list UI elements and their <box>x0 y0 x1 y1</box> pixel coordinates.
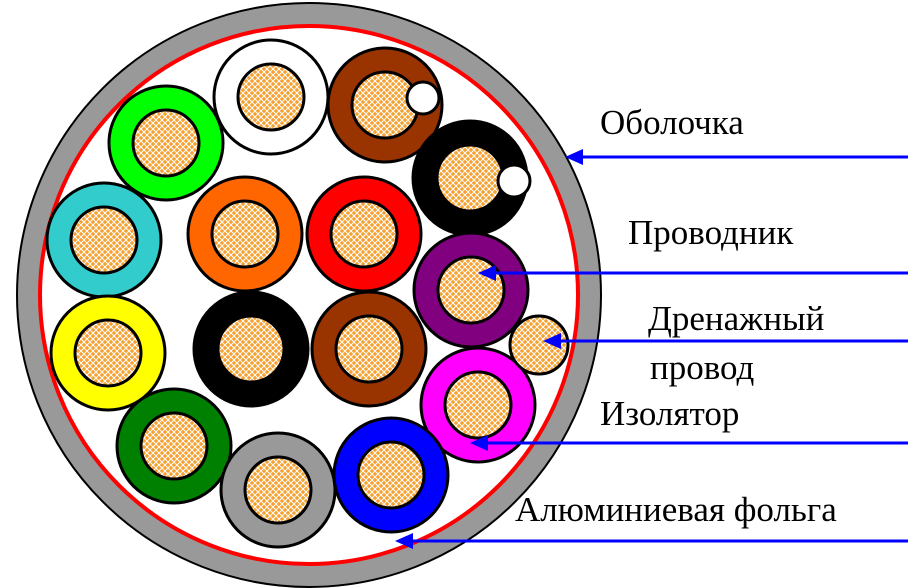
label-foil: Алюминиевая фольга <box>515 490 837 529</box>
arrow-head-icon <box>543 333 561 349</box>
sheath <box>17 3 601 587</box>
wire-conductor-magenta <box>443 370 513 440</box>
label-sheath: Оболочка <box>600 103 744 142</box>
wire-marker-dot <box>496 163 532 199</box>
wire-conductor-green-dark <box>139 411 209 481</box>
wire-conductor-gray <box>243 455 313 525</box>
wire-conductor-cyan <box>69 205 139 275</box>
label-drain-1: Дренажный <box>648 299 824 338</box>
label-conductor: Проводник <box>628 213 794 252</box>
arrow-head-icon <box>478 265 496 281</box>
wire-conductor-yellow <box>73 318 143 388</box>
wire-conductor-orange <box>210 199 280 269</box>
wire-marker-dot <box>405 80 441 116</box>
wire-conductor-black-top <box>435 143 505 213</box>
label-drain-2: провод <box>650 348 755 387</box>
wire-conductor-brown-center <box>334 314 404 384</box>
sheath-outline <box>16 2 602 588</box>
wire-conductor-black-center <box>216 314 286 384</box>
wire-conductor-blue <box>356 440 426 510</box>
arrow-head-icon <box>395 533 413 549</box>
wire-conductor-green-light <box>131 108 201 178</box>
drain-wire <box>508 314 570 376</box>
arrow-head-icon <box>470 435 488 451</box>
arrow-head-icon <box>565 149 583 165</box>
wire-conductor-red <box>329 199 399 269</box>
label-insulator: Изолятор <box>600 394 739 433</box>
wire-conductor-white <box>236 62 306 132</box>
